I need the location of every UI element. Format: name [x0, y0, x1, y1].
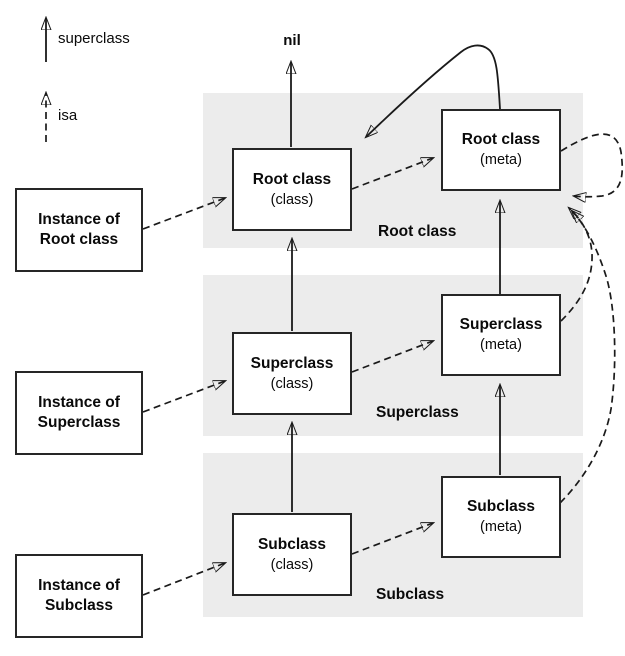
node-title: Root class [461, 131, 541, 148]
node-subclass-class: Subclass (class) [232, 513, 352, 596]
node-superclass-meta: Superclass (meta) [441, 294, 561, 376]
node-label: Superclass [37, 414, 121, 431]
node-subclass-meta: Subclass (meta) [441, 476, 561, 558]
node-kind: (class) [270, 556, 314, 573]
node-label: Instance of [38, 394, 120, 411]
superclass-arrow-rootmeta-to-rootclass-curve [366, 44, 501, 137]
node-title: Superclass [459, 316, 543, 333]
band-label-subclass: Subclass [376, 586, 445, 603]
isa-arrow-superclass-to-supermeta [351, 341, 433, 373]
node-kind: (meta) [480, 519, 522, 535]
node-label: Subclass [44, 597, 114, 614]
nil-label: nil [283, 32, 301, 49]
node-kind: (meta) [480, 337, 522, 353]
isa-arrow-instance-to-rootclass [142, 198, 225, 230]
node-title: Superclass [250, 354, 334, 372]
node-instance-of-superclass: Instance of Superclass [15, 371, 143, 455]
band-label-superclass: Superclass [376, 404, 459, 421]
isa-arrow-rootmeta-self-loop [560, 133, 624, 197]
node-kind: (class) [270, 375, 314, 392]
node-kind: (meta) [480, 152, 522, 168]
legend-superclass-label: superclass [58, 30, 130, 47]
isa-arrow-submeta-to-rootmeta [559, 211, 616, 504]
node-label: Root class [39, 231, 119, 248]
node-kind: (class) [270, 191, 314, 208]
legend-isa-label: isa [58, 107, 78, 124]
node-superclass-class: Superclass (class) [232, 332, 352, 415]
node-instance-of-subclass: Instance of Subclass [15, 554, 143, 638]
isa-arrow-subclass-to-submeta [351, 523, 433, 555]
isa-arrow-rootclass-to-rootmeta [351, 158, 433, 190]
isa-arrow-instance-to-subclass [142, 563, 225, 596]
node-title: Root class [252, 170, 332, 188]
node-title: Subclass [257, 535, 327, 553]
isa-arrow-supermeta-to-rootmeta [560, 208, 593, 322]
isa-arrow-instance-to-superclass [142, 381, 225, 413]
node-title: Subclass [466, 498, 536, 515]
node-root-class-meta: Root class (meta) [441, 109, 561, 191]
band-label-root-class: Root class [378, 223, 457, 240]
node-root-class-class: Root class (class) [232, 148, 352, 231]
node-instance-of-root-class: Instance of Root class [15, 188, 143, 272]
node-label: Instance of [38, 577, 120, 594]
node-label: Instance of [38, 211, 120, 228]
